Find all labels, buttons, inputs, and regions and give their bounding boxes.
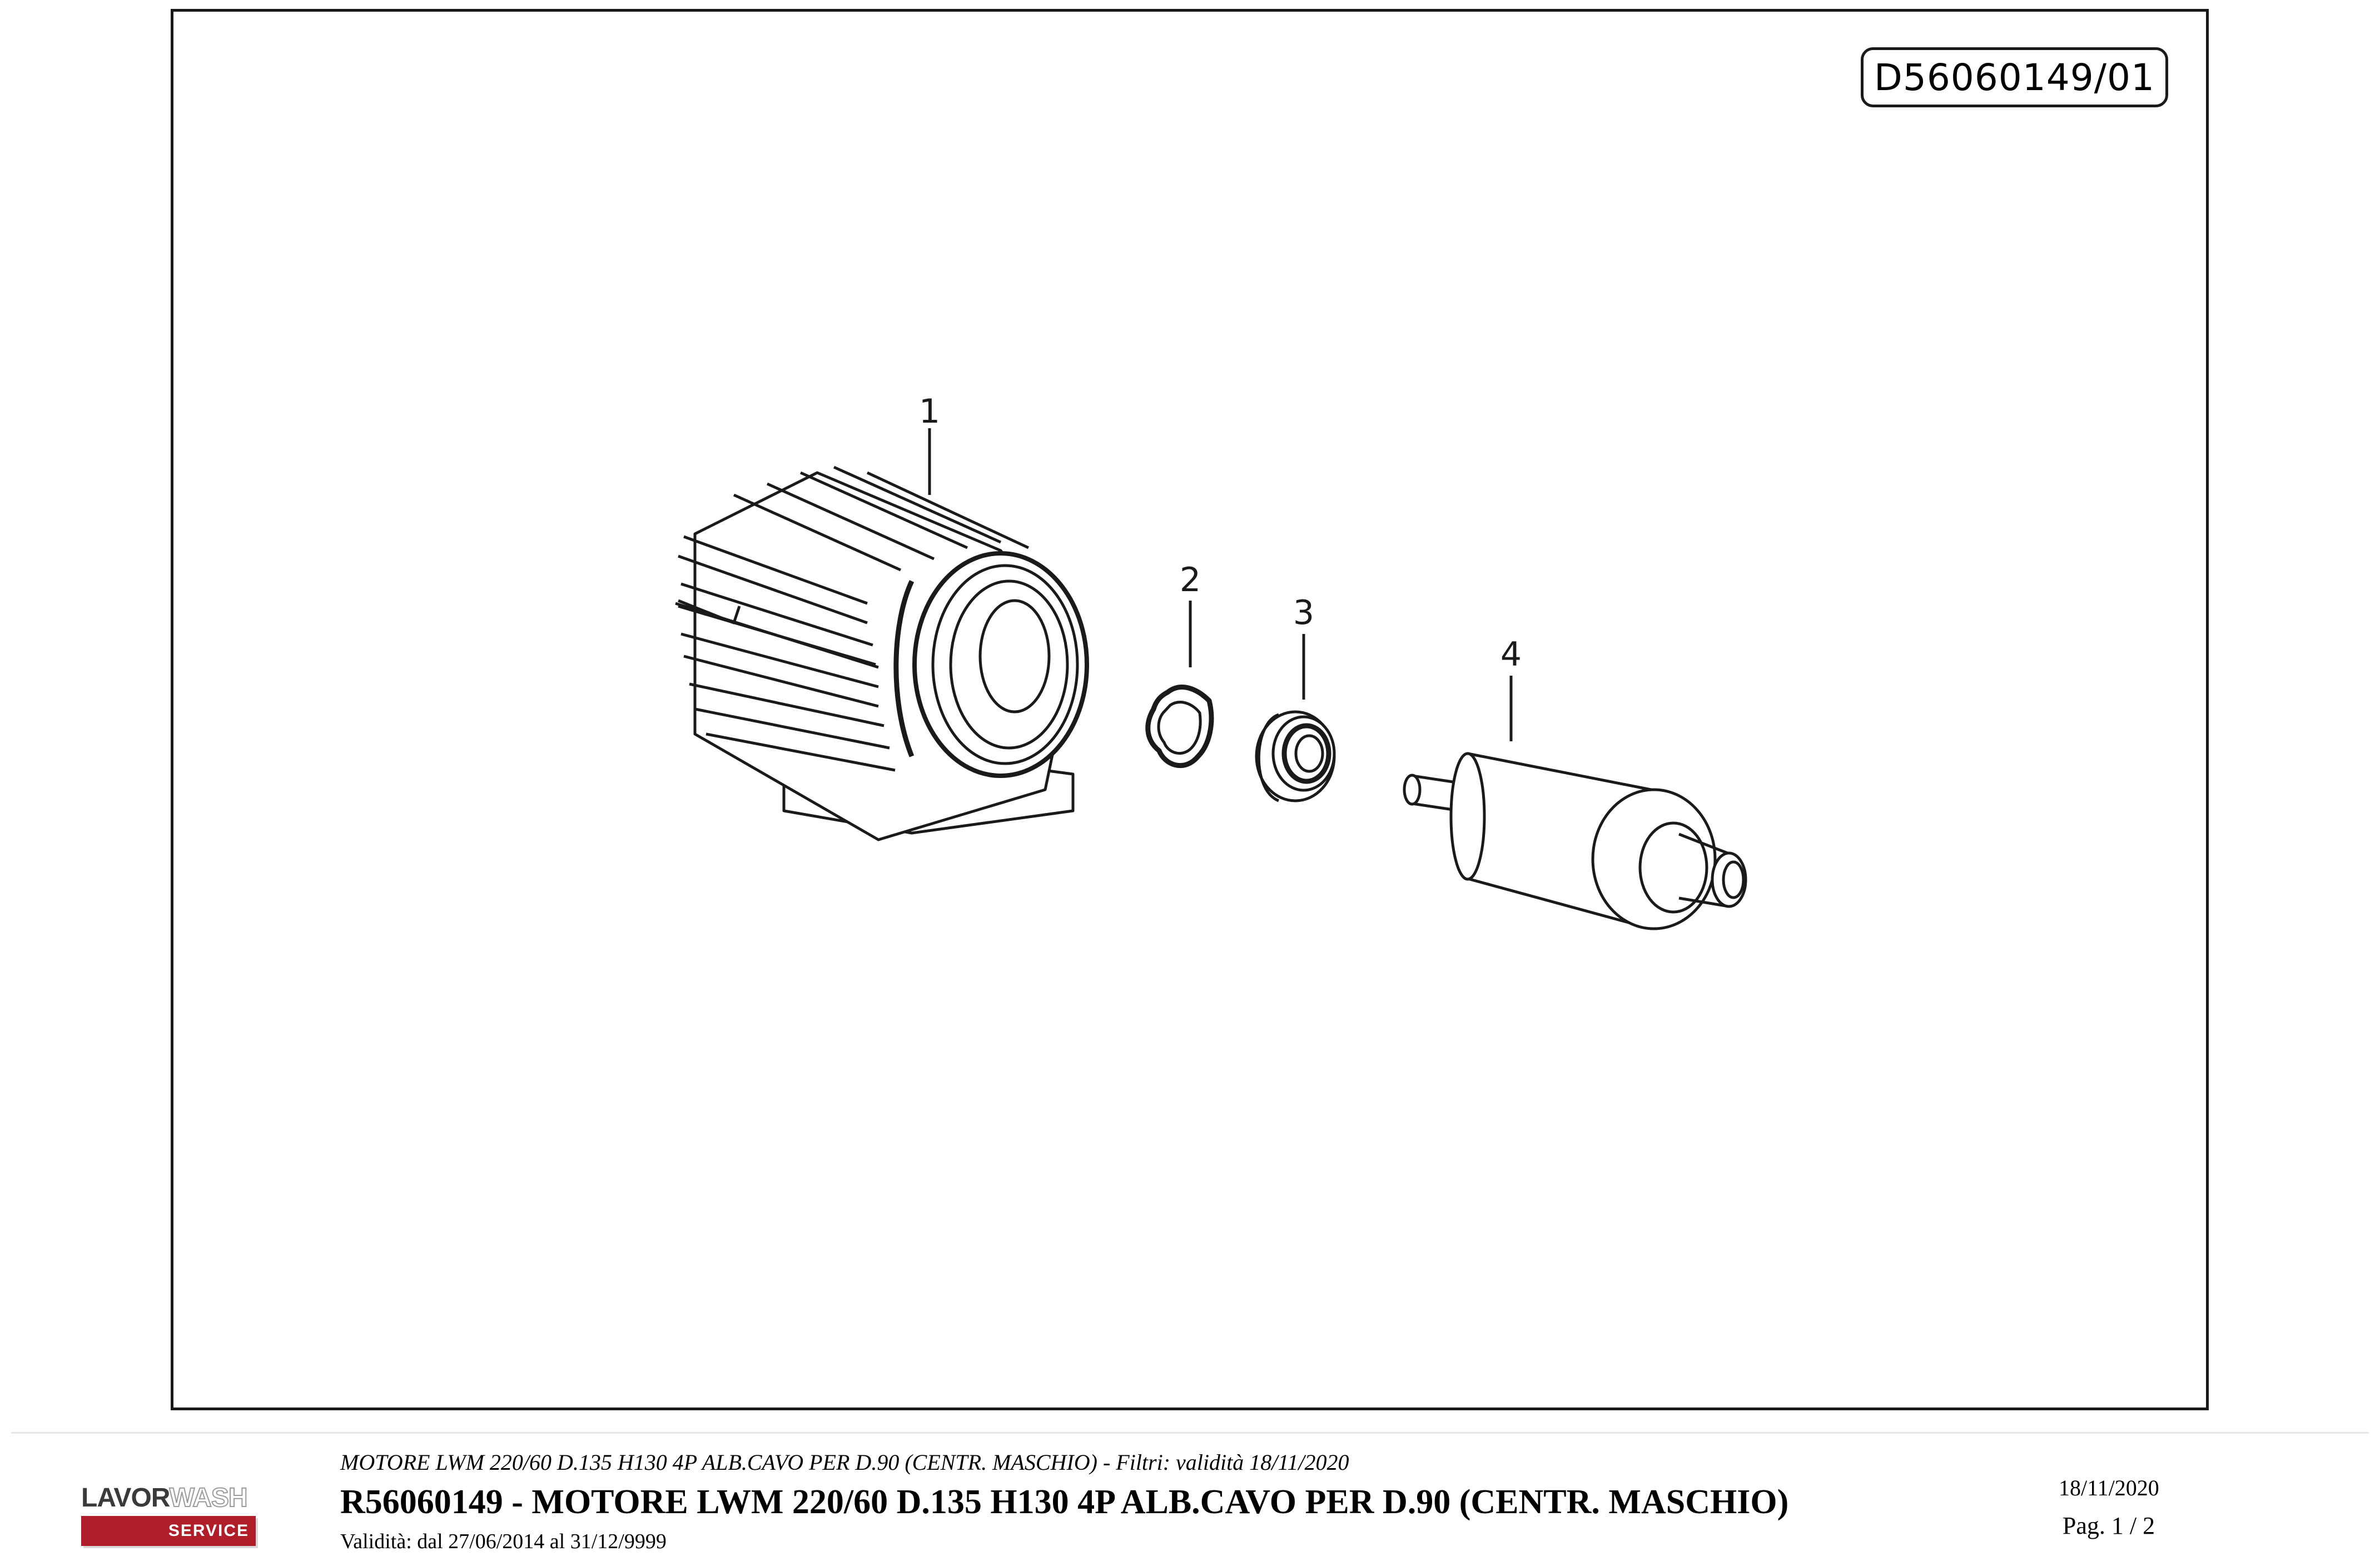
- drawing-code-badge: D56060149/01: [1861, 47, 2168, 107]
- lavor-wash-service-logo: LAVORWASH SERVICE: [81, 1483, 256, 1548]
- part-2-wave-spring: [1145, 685, 1214, 769]
- footer-page-number: Pag. 1 / 2: [2062, 1512, 2155, 1539]
- footer-separator: [11, 1432, 2369, 1434]
- drawing-frame: [171, 9, 2209, 1410]
- callout-2: 2: [1180, 561, 1201, 599]
- callout-1: 1: [919, 392, 940, 431]
- part-3-bearing: [1255, 710, 1336, 802]
- callout-3: 3: [1293, 593, 1314, 632]
- callout-4: 4: [1500, 635, 1522, 674]
- part-4-rotor: [1403, 752, 1747, 930]
- footer-date: 18/11/2020: [2059, 1475, 2159, 1500]
- footer-title: R56060149 - MOTORE LWM 220/60 D.135 H130…: [340, 1483, 1789, 1521]
- footer-validity: Validità: dal 27/06/2014 al 31/12/9999: [340, 1530, 667, 1553]
- footer-subtitle: MOTORE LWM 220/60 D.135 H130 4P ALB.CAVO…: [340, 1450, 1349, 1475]
- part-1-motor-housing: [675, 465, 1089, 841]
